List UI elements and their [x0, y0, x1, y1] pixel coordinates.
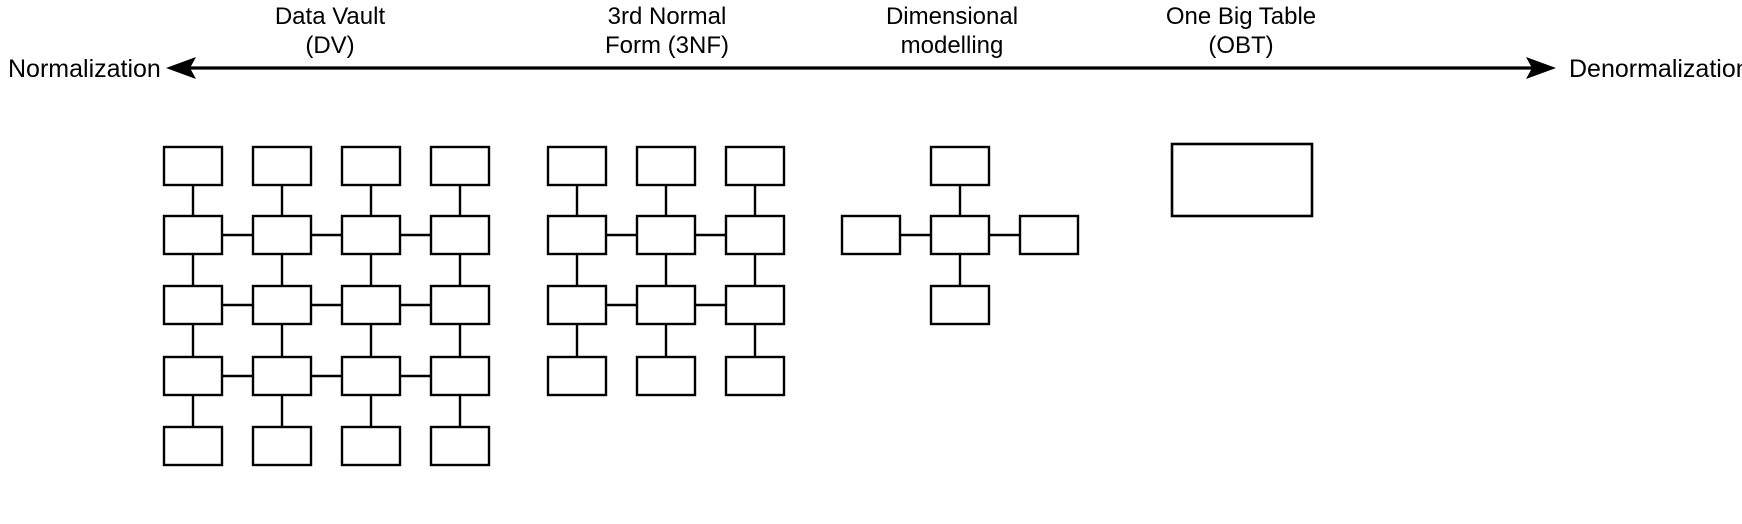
entity-box[interactable]: [635, 214, 697, 256]
entity-box[interactable]: [162, 355, 224, 397]
entity-box[interactable]: [429, 425, 491, 467]
entity-box[interactable]: [251, 355, 313, 397]
entity-box[interactable]: [340, 425, 402, 467]
axis-right-label: Denormalization: [1569, 55, 1742, 83]
entity-box[interactable]: [724, 214, 786, 256]
entity-box[interactable]: [340, 145, 402, 187]
entity-box-dimension-right[interactable]: [1018, 214, 1080, 256]
third-normal-form-model: [546, 145, 786, 397]
axis-left-label: Normalization: [8, 55, 161, 83]
entity-box[interactable]: [635, 284, 697, 326]
stage-label-data-vault-line2: (DV): [305, 32, 354, 59]
nf3-horizontal-links: [606, 233, 726, 307]
entity-box[interactable]: [340, 284, 402, 326]
entity-box[interactable]: [251, 214, 313, 256]
arrow-left-icon: [166, 57, 196, 79]
entity-box[interactable]: [162, 145, 224, 187]
star-links: [900, 185, 1020, 286]
stage-label-one-big-table-line1: One Big Table: [1166, 3, 1316, 30]
stage-label-one-big-table-line2: (OBT): [1208, 32, 1273, 59]
entity-box[interactable]: [429, 284, 491, 326]
entity-box[interactable]: [251, 145, 313, 187]
entity-box[interactable]: [340, 355, 402, 397]
entity-box[interactable]: [162, 284, 224, 326]
dimensional-modelling-model: [840, 145, 1080, 326]
arrow-right-icon: [1526, 57, 1556, 79]
stage-labels: Data Vault (DV) 3rd Normal Form (3NF) Di…: [275, 3, 1316, 59]
entity-box[interactable]: [724, 284, 786, 326]
nf3-vertical-links: [575, 185, 757, 357]
entity-box[interactable]: [635, 355, 697, 397]
entity-box[interactable]: [724, 145, 786, 187]
entity-box[interactable]: [340, 214, 402, 256]
entity-box-fact-center[interactable]: [929, 214, 991, 256]
entity-box[interactable]: [546, 284, 608, 326]
entity-box[interactable]: [724, 355, 786, 397]
entity-box[interactable]: [429, 355, 491, 397]
dv-horizontal-links: [222, 233, 431, 378]
entity-box[interactable]: [251, 284, 313, 326]
entity-box[interactable]: [429, 214, 491, 256]
stage-label-third-normal-form-line1: 3rd Normal: [608, 3, 727, 30]
stage-label-third-normal-form-line2: Form (3NF): [605, 32, 729, 59]
entity-box[interactable]: [429, 145, 491, 187]
data-vault-model: [162, 145, 491, 467]
stage-label-dimensional-modelling-line1: Dimensional: [886, 3, 1018, 30]
entity-box[interactable]: [546, 214, 608, 256]
entity-box[interactable]: [162, 214, 224, 256]
entity-box[interactable]: [162, 425, 224, 467]
entity-box[interactable]: [251, 425, 313, 467]
entity-box-dimension-bottom[interactable]: [929, 284, 991, 326]
entity-box-one-big-table[interactable]: [1170, 142, 1314, 218]
one-big-table-model: [1170, 142, 1314, 218]
spectrum-axis: Normalization Denormalization: [8, 55, 1742, 83]
dv-vertical-links: [191, 185, 462, 427]
entity-box[interactable]: [546, 355, 608, 397]
stage-label-dimensional-modelling-line2: modelling: [901, 32, 1004, 59]
entity-box[interactable]: [546, 145, 608, 187]
stage-label-data-vault-line1: Data Vault: [275, 3, 386, 30]
entity-box[interactable]: [635, 145, 697, 187]
entity-box-dimension-left[interactable]: [840, 214, 902, 256]
entity-box-dimension-top[interactable]: [929, 145, 991, 187]
